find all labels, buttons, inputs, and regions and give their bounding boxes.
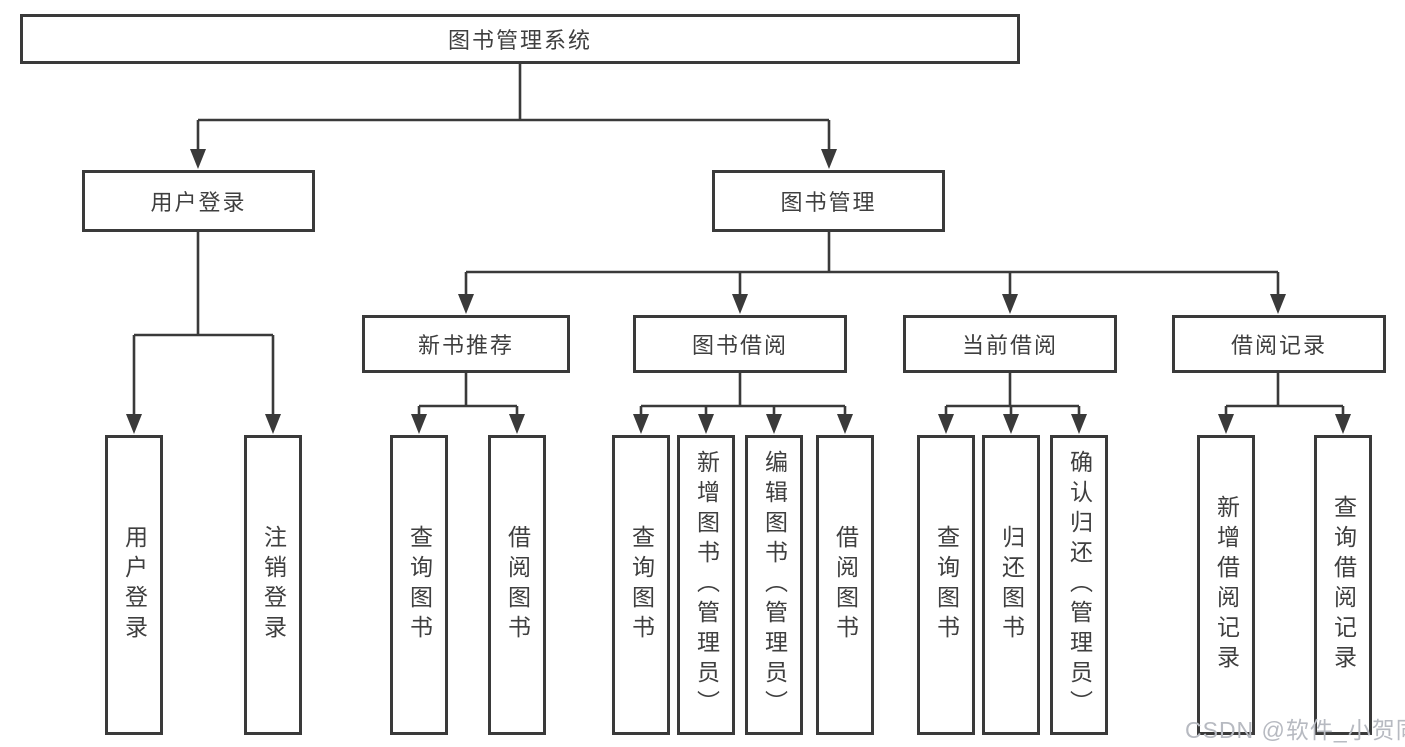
leaf-confirm-return-admin: 确认归还（管理员） [1050,435,1108,735]
leaf-label: 注销登录 [260,525,287,645]
leaf-label: 编辑图书（管理员） [761,450,788,720]
leaf-label: 确认归还（管理员） [1066,450,1093,720]
node-label: 图书借阅 [691,333,788,358]
leaf-query-borrow-record: 查询借阅记录 [1314,435,1372,735]
leaf-label: 新增借阅记录 [1213,495,1240,675]
node-borrowing-records: 借阅记录 [1172,315,1386,373]
leaf-label: 用户登录 [121,525,148,645]
leaf-query-books-current: 查询图书 [917,435,975,735]
node-root-system: 图书管理系统 [20,14,1020,64]
leaf-label: 归还图书 [998,525,1025,645]
node-new-book-recommend: 新书推荐 [362,315,570,373]
node-label: 用户登录 [150,190,247,215]
leaf-label: 查询借阅记录 [1330,495,1357,675]
leaf-edit-books-admin: 编辑图书（管理员） [745,435,803,735]
node-current-borrowing: 当前借阅 [903,315,1117,373]
leaf-query-books-borrow: 查询图书 [612,435,670,735]
leaf-add-books-admin: 新增图书（管理员） [677,435,735,735]
node-label: 借阅记录 [1230,333,1327,358]
node-label: 图书管理系统 [447,28,592,53]
node-book-management-branch: 图书管理 [712,170,945,232]
leaf-label: 借阅图书 [832,525,859,645]
leaf-query-books-recommend: 查询图书 [390,435,448,735]
node-label: 图书管理 [780,190,877,215]
node-label: 当前借阅 [961,333,1058,358]
leaf-label: 借阅图书 [504,525,531,645]
leaf-user-login: 用户登录 [105,435,163,735]
leaf-logout: 注销登录 [244,435,302,735]
leaf-label: 查询图书 [933,525,960,645]
leaf-label: 新增图书（管理员） [693,450,720,720]
node-book-borrowing: 图书借阅 [633,315,847,373]
node-label: 新书推荐 [417,333,514,358]
leaf-label: 查询图书 [406,525,433,645]
leaf-add-borrow-record: 新增借阅记录 [1197,435,1255,735]
leaf-return-books: 归还图书 [982,435,1040,735]
arrowhead-icons [126,149,1351,434]
csdn-watermark: CSDN @软件_小贺同学 [1185,717,1405,743]
leaf-borrow-books-recommend: 借阅图书 [488,435,546,735]
leaf-label: 查询图书 [628,525,655,645]
node-user-login-branch: 用户登录 [82,170,315,232]
leaf-borrow-books: 借阅图书 [816,435,874,735]
